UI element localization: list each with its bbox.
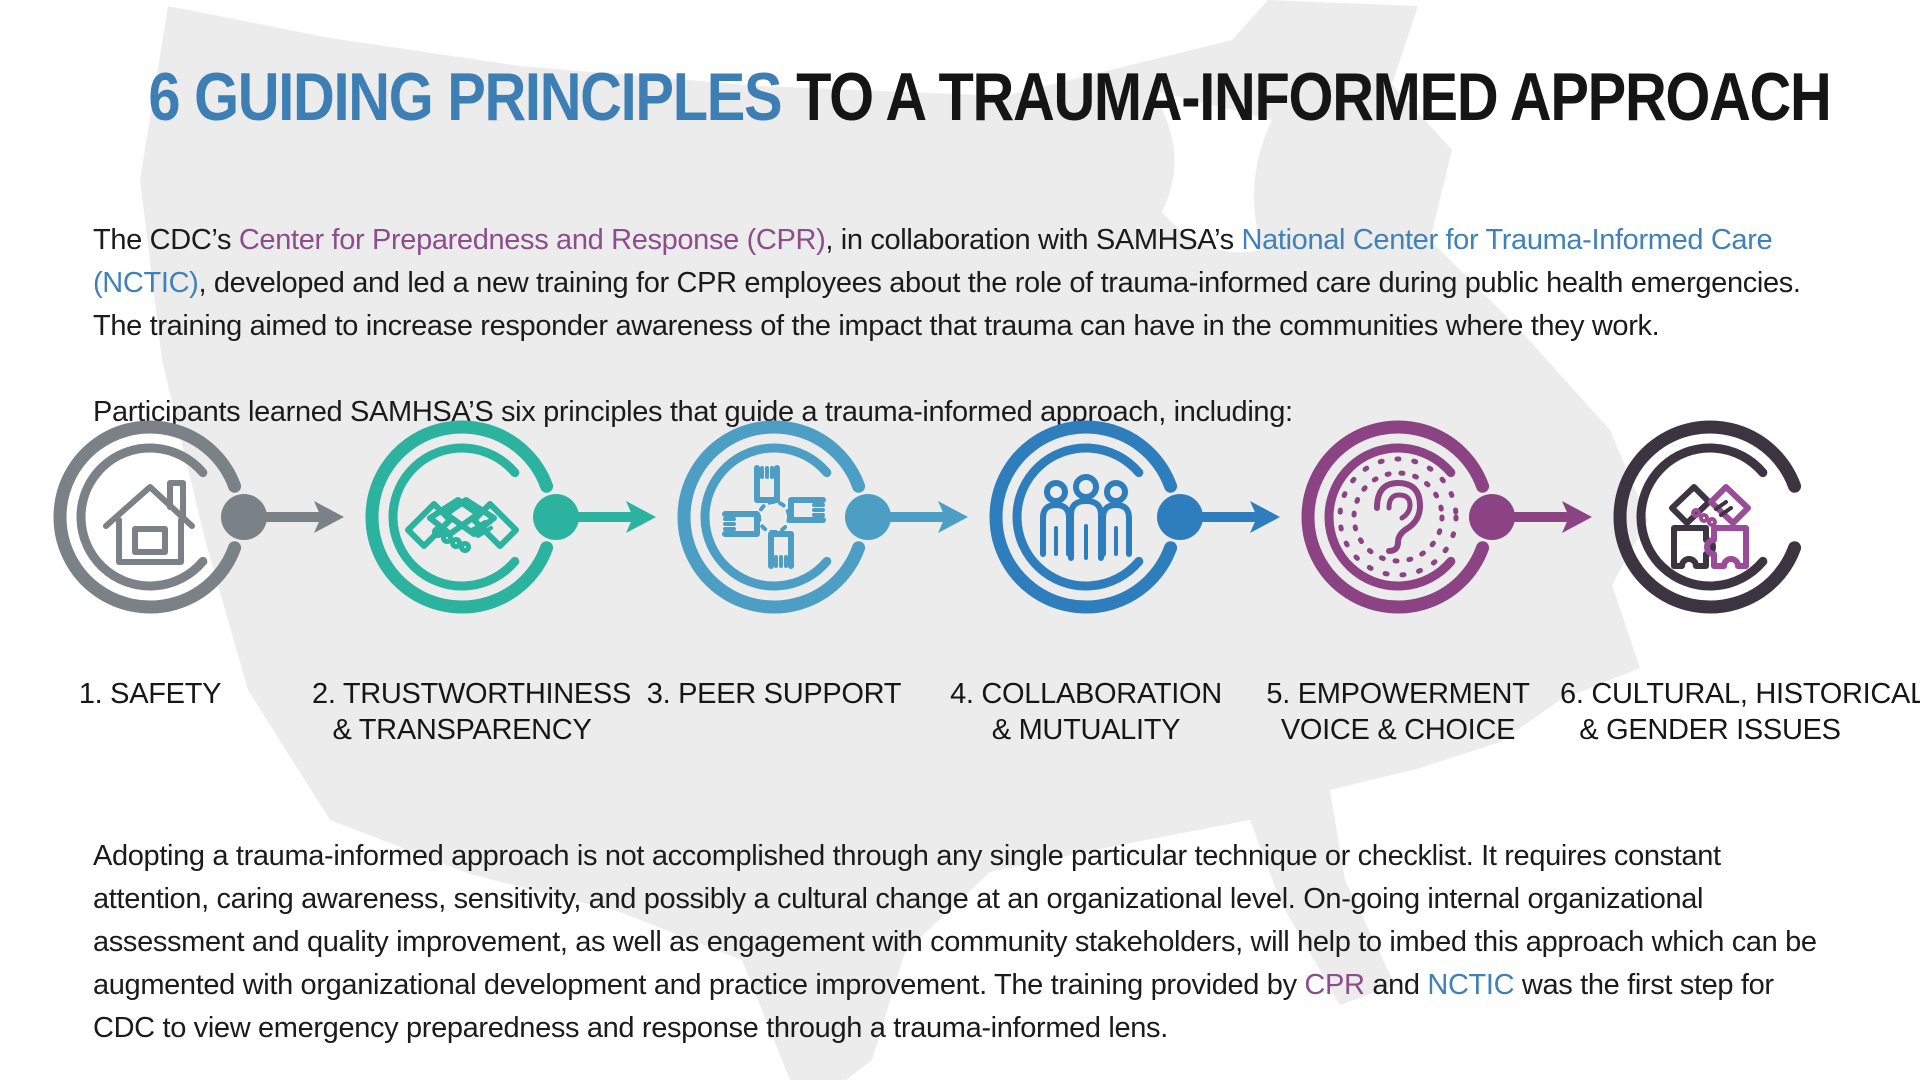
principle-label-line1: 5. EMPOWERMENT <box>1266 678 1530 710</box>
connector-dot-icon <box>221 494 267 540</box>
page-title: 6 GUIDING PRINCIPLES TO A TRAUMA-INFORME… <box>0 59 1920 135</box>
principle-label: 5. EMPOWERMENT VOICE & CHOICE <box>1248 676 1548 748</box>
handshake-puzzle-icon <box>1613 420 1802 614</box>
four-hands-icon <box>677 420 968 614</box>
link-nctic[interactable]: NCTIC <box>1427 969 1515 1001</box>
principle-label-line1: 6. CULTURAL, HISTORICAL, <box>1560 678 1920 710</box>
principle-item: 5. EMPOWERMENT VOICE & CHOICE <box>1248 412 1592 748</box>
principles-row: 1. SAFETY 2. TRUSTWORTHINESS & TRANSPARE… <box>0 412 1920 748</box>
principle-label-line2: & GENDER ISSUES <box>1579 714 1841 746</box>
principle-label-line1: 1. SAFETY <box>78 678 222 710</box>
arrow-head-icon <box>626 501 656 533</box>
text-segment: , developed and led a new training for C… <box>93 267 1801 342</box>
principle-label-line2: VOICE & CHOICE <box>1280 714 1516 746</box>
outro-paragraph: Adopting a trauma-informed approach is n… <box>93 835 1843 1050</box>
connector-dot-icon <box>1469 494 1515 540</box>
text-segment: was the first step for CDC to view emerg… <box>93 969 1774 1044</box>
people-group-icon <box>989 420 1280 614</box>
connector-dot-icon <box>1157 494 1203 540</box>
link-cpr[interactable]: Center for Preparedness and Response (CP… <box>238 224 826 256</box>
intro-paragraph: The CDC’s Center for Preparedness and Re… <box>93 219 1838 348</box>
connector-dot-icon <box>845 494 891 540</box>
house-icon <box>53 420 344 614</box>
handshake-icon <box>365 420 656 614</box>
link-cpr[interactable]: CPR <box>1304 969 1365 1001</box>
arrow-head-icon <box>938 501 968 533</box>
principle-label-line1: 2. TRUSTWORTHINESS <box>312 678 632 710</box>
principle-label: 6. CULTURAL, HISTORICAL, & GENDER ISSUES <box>1560 676 1920 748</box>
principle-item: 2. TRUSTWORTHINESS & TRANSPARENCY <box>312 412 656 748</box>
principle-item: 3. PEER SUPPORT <box>624 412 968 748</box>
arrow-head-icon <box>1250 501 1280 533</box>
connector-dot-icon <box>533 494 579 540</box>
principle-item: 4. COLLABORATION & MUTUALITY <box>936 412 1280 748</box>
text-segment: , in collaboration with SAMHSA’s <box>825 224 1242 256</box>
principle-label: 1. SAFETY <box>0 676 300 712</box>
principle-label-line1: 3. PEER SUPPORT <box>646 678 902 710</box>
principle-label-line2: & TRANSPARENCY <box>332 714 592 746</box>
principle-label-line1: 4. COLLABORATION <box>950 678 1222 710</box>
principle-label: 3. PEER SUPPORT <box>624 676 924 712</box>
arrow-head-icon <box>1562 501 1592 533</box>
ear-icon <box>1301 420 1592 614</box>
text-segment: The CDC’s <box>93 224 239 256</box>
principle-label: 2. TRUSTWORTHINESS & TRANSPARENCY <box>312 676 632 748</box>
text-segment: Adopting a trauma-informed approach is n… <box>93 840 1817 1001</box>
title-highlight: 6 GUIDING PRINCIPLES <box>148 59 782 135</box>
title-rest: TO A TRAUMA-INFORMED APPROACH <box>781 59 1832 135</box>
principle-item: 6. CULTURAL, HISTORICAL, & GENDER ISSUES <box>1560 412 1920 748</box>
principle-label-line2: & MUTUALITY <box>991 714 1181 746</box>
principle-item: 1. SAFETY <box>0 412 344 748</box>
principle-label: 4. COLLABORATION & MUTUALITY <box>936 676 1236 748</box>
text-segment: and <box>1364 969 1428 1001</box>
arrow-head-icon <box>314 501 344 533</box>
link-nctic[interactable]: National Center for Trauma-Informed Care… <box>93 224 1773 299</box>
